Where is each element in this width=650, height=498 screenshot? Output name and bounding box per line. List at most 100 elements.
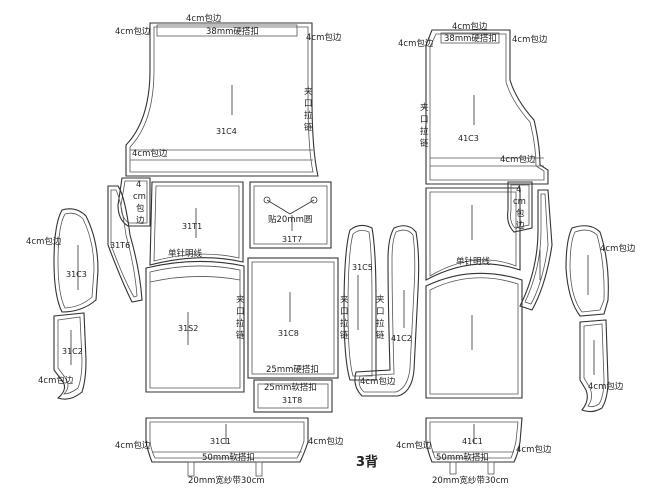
piece-right-upper-mid: 单针明线 (425, 187, 521, 281)
svg-text:口: 口 (304, 99, 313, 109)
code-41c2: 41C2 (391, 334, 412, 343)
piece-41c3: 41C3 38mm硬搭扣 4cm包边 4cm包边 4cm包边 4cm包边 夹 口… (398, 21, 549, 185)
label-soft-velcro-25: 25mm软搭扣 (264, 382, 317, 393)
label-binding-41c2: 4cm包边 (360, 376, 396, 387)
piece-31c8: 31C8 25mm硬搭扣 (247, 257, 339, 379)
label-soft-velcro-50-right: 50mm软搭扣 (436, 452, 489, 463)
svg-text:夹: 夹 (236, 294, 245, 305)
label-single-stitch-left: 单针明线 (168, 248, 203, 259)
label-binding-c4-topright: 4cm包边 (306, 32, 342, 43)
piece-31t7: 贴20mm圆 31T7 (249, 181, 332, 249)
svg-text:拉: 拉 (304, 110, 313, 121)
code-31c3: 31C3 (66, 270, 87, 279)
code-31c2: 31C2 (62, 347, 83, 356)
piece-31s2: 31S2 夹 口 拉 链 (145, 260, 245, 393)
piece-right-binding-strip: 4 cm 包 边 (507, 181, 533, 233)
svg-text:口: 口 (376, 307, 385, 317)
piece-31c1: 31C1 50mm软搭扣 4cm包边 4cm包边 20mm宽纱带30cm (115, 417, 344, 486)
piece-31t1: 31T1 (149, 181, 244, 266)
label-binding-31c2: 4cm包边 (38, 375, 74, 386)
svg-text:边: 边 (516, 220, 525, 231)
label-binding-41c1-right: 4cm包边 (516, 444, 552, 455)
label-soft-velcro-50-left: 50mm软搭扣 (202, 452, 255, 463)
svg-text:cm: cm (133, 192, 146, 202)
svg-text:夹: 夹 (340, 294, 349, 305)
svg-text:边: 边 (136, 215, 145, 226)
svg-text:夹: 夹 (304, 86, 313, 97)
label-binding-vertical-right: 4 cm 包 边 (513, 185, 526, 231)
piece-right-strip (519, 189, 553, 311)
label-zip-c3: 夹 口 拉 链 (420, 102, 429, 149)
svg-text:链: 链 (236, 330, 245, 341)
piece-left-binding-strip: 4 cm 包 边 (117, 177, 151, 227)
svg-text:4: 4 (516, 185, 521, 195)
label-zip-s2: 夹 口 拉 链 (236, 294, 245, 341)
svg-text:4: 4 (136, 180, 141, 190)
svg-text:包: 包 (136, 203, 145, 214)
code-31c1: 31C1 (210, 437, 231, 446)
piece-right-side-lower: 4cm包边 (579, 319, 624, 413)
svg-text:夹: 夹 (420, 102, 429, 113)
piece-right-lower-mid (425, 272, 523, 399)
svg-text:链: 链 (304, 122, 313, 133)
code-31t1: 31T1 (182, 222, 202, 231)
piece-31t8: 25mm软搭扣 31T8 (253, 379, 333, 413)
piece-41c1: 41C1 50mm软搭扣 4cm包边 4cm包边 20mm宽纱带30cm (396, 417, 552, 486)
sheet-title: 3背 (356, 454, 378, 470)
svg-text:拉: 拉 (376, 318, 385, 329)
svg-text:链: 链 (340, 330, 349, 341)
label-binding-31c3: 4cm包边 (26, 236, 62, 247)
label-binding-c3-topright: 4cm包边 (512, 34, 548, 45)
label-hard-velcro-38-left: 38mm硬搭扣 (206, 26, 259, 37)
piece-31c3: 31C3 (53, 208, 99, 313)
label-binding-c3-topleft: 4cm包边 (398, 38, 434, 49)
svg-text:拉: 拉 (236, 318, 245, 329)
label-binding-c3-bottom: 4cm包边 (500, 154, 536, 165)
label-hard-velcro-38-right: 38mm硬搭扣 (444, 33, 497, 44)
code-31c8: 31C8 (278, 329, 299, 338)
code-31s2: 31S2 (178, 324, 198, 333)
code-31c4: 31C4 (216, 127, 237, 136)
label-binding-c4-topleft: 4cm包边 (115, 26, 151, 37)
svg-text:口: 口 (236, 307, 245, 317)
label-binding-c1-right: 4cm包边 (308, 436, 344, 447)
label-binding-right-side: 4cm包边 (600, 243, 636, 254)
svg-text:夹: 夹 (376, 294, 385, 305)
label-stick-20: 贴20mm圆 (268, 214, 312, 225)
piece-31c4: 31C4 38mm硬搭扣 4cm包边 4cm包边 4cm包边 4cm包边 夹 口… (115, 13, 342, 177)
label-zip-41c2: 夹 口 拉 链 (376, 294, 385, 341)
piece-31c5: 31C5 夹 口 拉 链 (340, 224, 377, 381)
code-31t7: 31T7 (282, 235, 302, 244)
label-binding-c3-top: 4cm包边 (452, 21, 488, 32)
label-hard-velcro-25: 25mm硬搭扣 (266, 364, 319, 375)
label-binding-right-side-lower: 4cm包边 (588, 381, 624, 392)
code-41c1: 41C1 (462, 437, 483, 446)
svg-text:cm: cm (513, 197, 526, 207)
label-mesh-tape-right: 20mm宽纱带30cm (432, 475, 509, 486)
piece-41c2: 41C2 4cm包边 夹 口 拉 链 (354, 225, 420, 397)
label-binding-vertical-left: 4 cm 包 边 (133, 180, 146, 226)
svg-text:口: 口 (340, 307, 349, 317)
svg-text:链: 链 (376, 330, 385, 341)
code-31c5: 31C5 (352, 263, 373, 272)
piece-31t6: 31T6 (107, 185, 143, 303)
code-41c3: 41C3 (458, 134, 479, 143)
svg-text:拉: 拉 (340, 318, 349, 329)
svg-text:拉: 拉 (420, 126, 429, 137)
svg-text:链: 链 (420, 138, 429, 149)
code-31t6: 31T6 (110, 241, 130, 250)
label-zip-c5: 夹 口 拉 链 (340, 294, 349, 341)
piece-right-side-upper: 4cm包边 (565, 225, 636, 317)
label-binding-c4-top: 4cm包边 (186, 13, 222, 24)
label-single-stitch-right: 单针明线 (456, 256, 491, 267)
label-binding-c1-left: 4cm包边 (115, 440, 151, 451)
svg-text:包: 包 (516, 208, 525, 219)
code-31t8: 31T8 (282, 396, 302, 405)
piece-31c2: 31C2 (53, 312, 87, 400)
label-zip-c4: 夹 口 拉 链 (304, 86, 313, 133)
label-mesh-tape-left: 20mm宽纱带30cm (188, 475, 265, 486)
label-binding-41c1-left: 4cm包边 (396, 440, 432, 451)
label-binding-c4-bottom: 4cm包边 (132, 148, 168, 159)
